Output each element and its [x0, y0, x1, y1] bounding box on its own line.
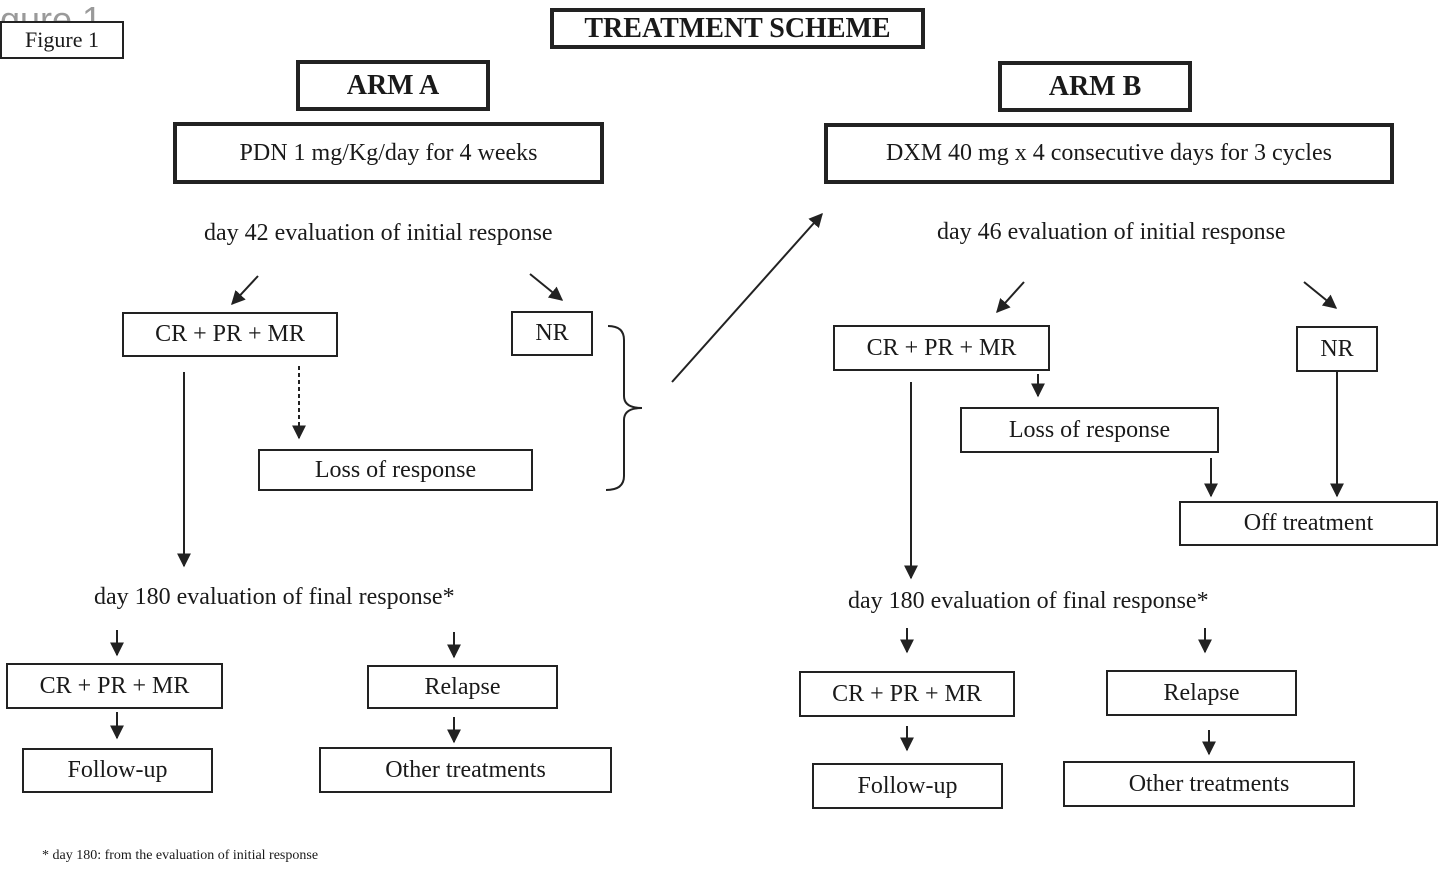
figure-label: Figure 1: [0, 21, 124, 59]
arm-b-responders: CR + PR + MR: [833, 325, 1050, 371]
arrow-a-to-responders: [231, 275, 259, 306]
arm-b-loss-of-response: Loss of response: [960, 407, 1219, 453]
arm-a-initial-eval: day 42 evaluation of initial response: [204, 220, 553, 246]
arm-a-header: ARM A: [296, 60, 490, 111]
arm-b-regimen: DXM 40 mg x 4 consecutive days for 3 cyc…: [824, 123, 1394, 184]
arm-a-final-eval: day 180 evaluation of final response*: [94, 584, 455, 610]
arm-b-final-responders: CR + PR + MR: [799, 671, 1015, 717]
arm-a-nonresponders: NR: [511, 311, 593, 356]
arm-a-followup: Follow-up: [22, 748, 213, 793]
arm-b-initial-eval: day 46 evaluation of initial response: [937, 219, 1286, 245]
arm-b-relapse: Relapse: [1106, 670, 1297, 716]
arm-a-responders: CR + PR + MR: [122, 312, 338, 357]
arm-b-header: ARM B: [998, 61, 1192, 112]
arm-a-final-responders: CR + PR + MR: [6, 663, 223, 709]
arm-b-off-treatment: Off treatment: [1179, 501, 1438, 546]
arm-b-other-treatments: Other treatments: [1063, 761, 1355, 807]
footnote: * day 180: from the evaluation of initia…: [42, 848, 319, 863]
arrow-b-to-responders: [996, 281, 1025, 314]
page-title: TREATMENT SCHEME: [550, 8, 925, 49]
arm-a-other-treatments: Other treatments: [319, 747, 612, 793]
arrow-a-to-nr: [529, 273, 564, 301]
bracket-a: [605, 325, 643, 491]
arrow-a-to-arm-b: [671, 212, 823, 383]
arm-a-loss-of-response: Loss of response: [258, 449, 533, 491]
arm-b-final-eval: day 180 evaluation of final response*: [848, 588, 1209, 614]
arm-b-nonresponders: NR: [1296, 326, 1378, 372]
arm-b-followup: Follow-up: [812, 763, 1003, 809]
arm-a-regimen: PDN 1 mg/Kg/day for 4 weeks: [173, 122, 604, 184]
arrow-b-to-nr: [1303, 281, 1338, 309]
arm-a-relapse: Relapse: [367, 665, 558, 709]
